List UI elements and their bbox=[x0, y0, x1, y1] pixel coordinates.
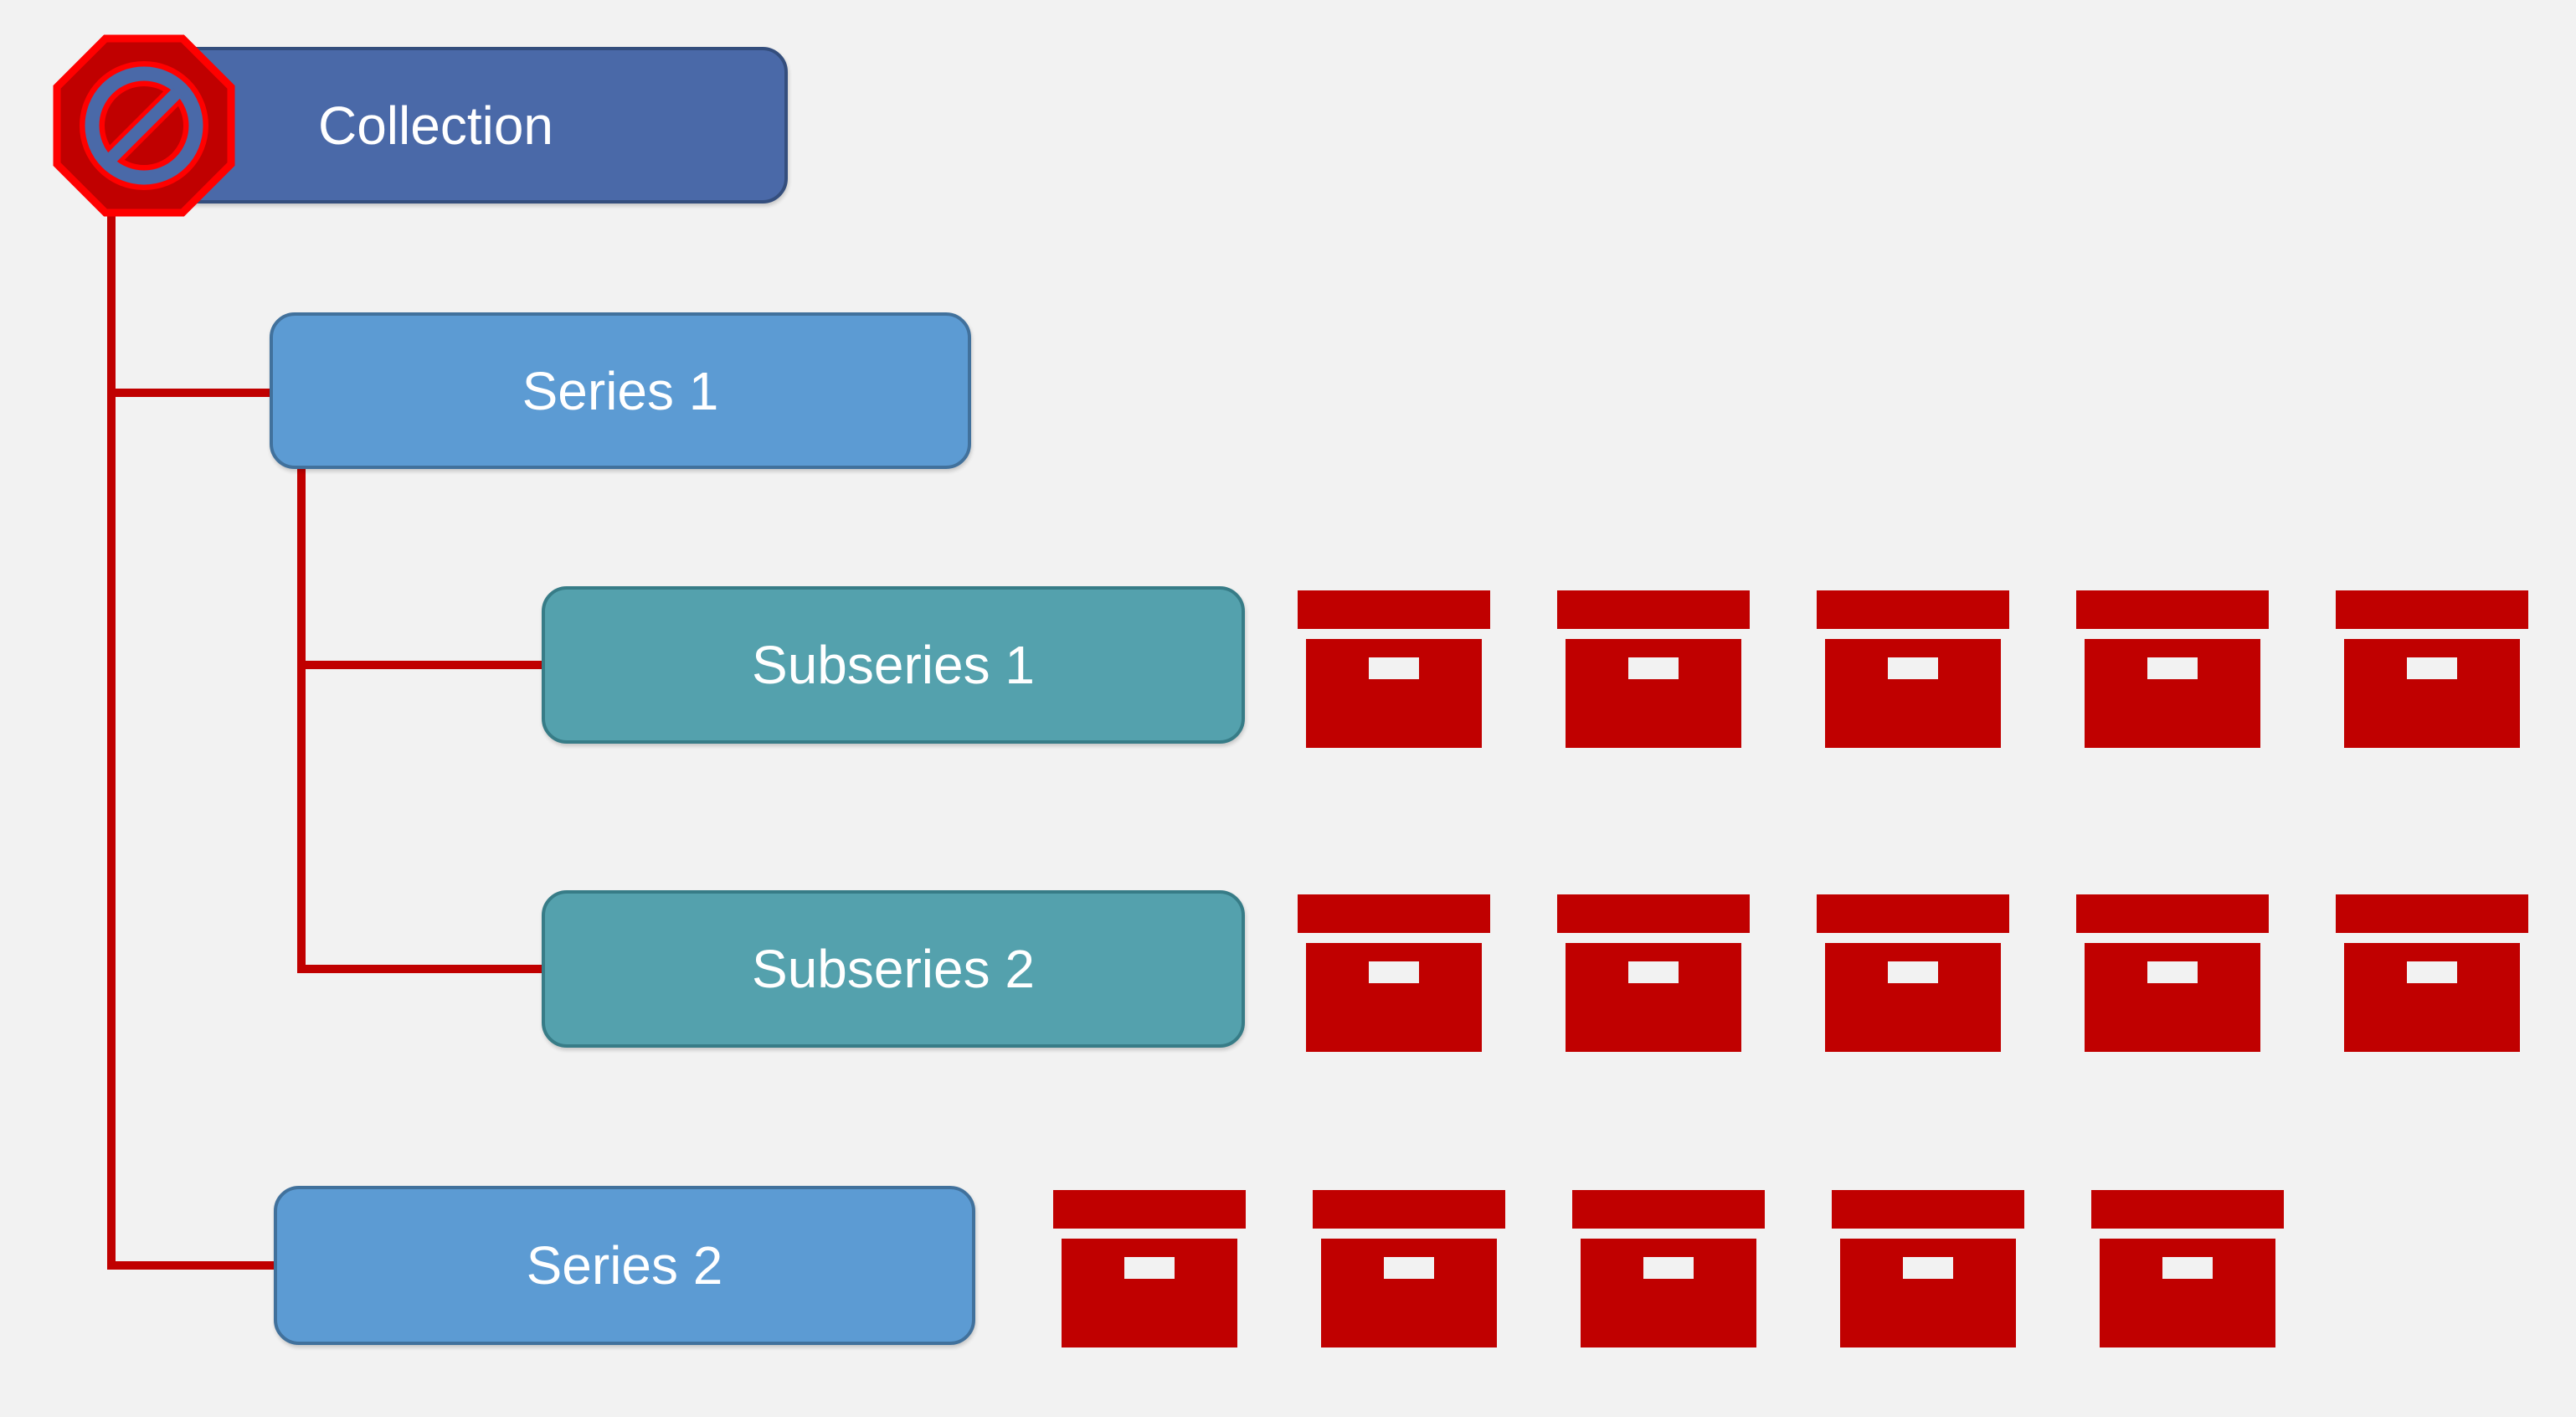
archive-box-icon bbox=[1832, 1190, 2024, 1347]
archive-box-icon bbox=[2336, 590, 2528, 748]
archive-row-subseries-2 bbox=[1298, 894, 2528, 1052]
archive-box-icon bbox=[2076, 894, 2269, 1052]
node-collection-label: Collection bbox=[317, 95, 554, 156]
archive-box-icon bbox=[1557, 590, 1750, 748]
archive-box-icon bbox=[1817, 894, 2009, 1052]
node-subseries-2: Subseries 2 bbox=[542, 890, 1245, 1048]
archive-box-icon bbox=[2091, 1190, 2284, 1347]
archive-box-icon bbox=[1572, 1190, 1765, 1347]
archive-box-icon bbox=[1298, 894, 1490, 1052]
node-series-2: Series 2 bbox=[274, 1186, 975, 1345]
archive-box-icon bbox=[1313, 1190, 1505, 1347]
node-series-2-label: Series 2 bbox=[526, 1235, 723, 1296]
connector-series1-branch bbox=[107, 389, 275, 397]
node-subseries-2-label: Subseries 2 bbox=[752, 939, 1035, 999]
archive-box-icon bbox=[1557, 894, 1750, 1052]
archive-box-icon bbox=[1053, 1190, 1246, 1347]
archive-box-icon bbox=[1817, 590, 2009, 748]
no-symbol-icon bbox=[53, 34, 235, 217]
connector-collection-vertical bbox=[107, 126, 116, 1270]
connector-subseries2-branch bbox=[297, 965, 546, 973]
node-subseries-1: Subseries 1 bbox=[542, 586, 1245, 744]
archive-box-icon bbox=[1298, 590, 1490, 748]
archive-box-icon bbox=[2336, 894, 2528, 1052]
archive-box-icon bbox=[2076, 590, 2269, 748]
connector-series2-branch bbox=[107, 1261, 279, 1270]
archive-row-subseries-1 bbox=[1298, 590, 2528, 748]
node-series-1-label: Series 1 bbox=[522, 360, 719, 421]
connector-subseries1-branch bbox=[297, 661, 546, 669]
node-subseries-1-label: Subseries 1 bbox=[752, 635, 1035, 695]
connector-series1-vertical bbox=[297, 469, 306, 973]
archive-row-series-2 bbox=[1053, 1190, 2284, 1347]
node-series-1: Series 1 bbox=[270, 312, 971, 469]
